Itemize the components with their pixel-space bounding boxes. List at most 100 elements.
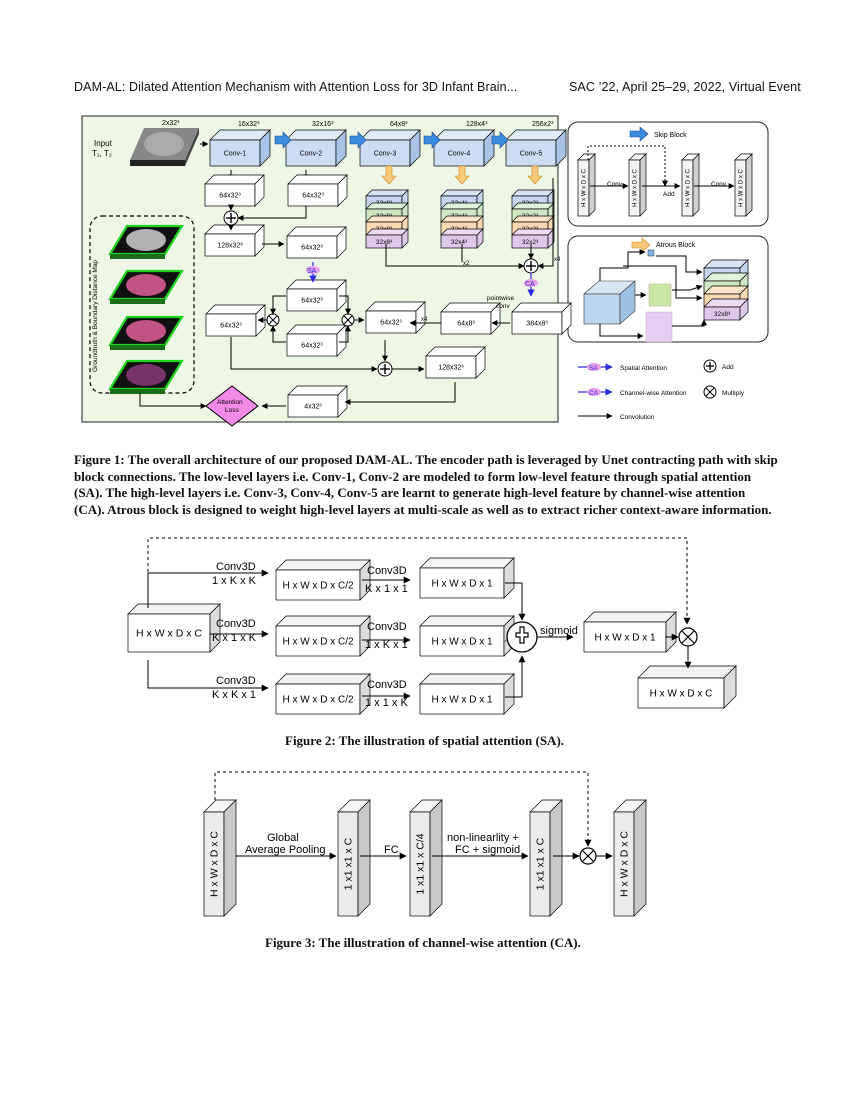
groundtruth-image-3: [108, 315, 184, 350]
box-64x32-a: 64x32³: [204, 174, 265, 207]
fig2-mid-3-label: H x W x D x C/2: [282, 695, 354, 706]
pointwise-label: pointwise: [487, 295, 514, 302]
legend-sa: Spatial Attention: [620, 365, 667, 372]
input-volume: [130, 128, 199, 166]
fig2-r2-k-a: K x 1 x K: [212, 632, 257, 644]
fig2-out-1-label: H x W x D x 1: [431, 579, 493, 590]
fig2-r2-conv-a: Conv3D: [216, 618, 256, 630]
figure-1-caption: Figure 1: The overall architecture of ou…: [74, 452, 778, 517]
box-128x32-b-label: 128x32³: [438, 364, 464, 371]
skip-col-2-label: H x W x D x C: [633, 169, 639, 207]
fig3-fc-label: FC: [384, 844, 399, 856]
fig3-nonlin-label-2: FC + sigmoid: [455, 844, 520, 856]
running-header-title: DAM-AL: Dilated Attention Mechanism with…: [74, 80, 518, 94]
skip-arrow-1: [274, 131, 292, 149]
fig2-final: H x W x D x C: [637, 665, 737, 709]
dilation-kernel-2: [648, 283, 672, 307]
box-4x32-label: 4x32³: [304, 403, 322, 410]
conv-block-5: Conv-5: [505, 129, 567, 167]
skip-col-3-label: H x W x D x C: [686, 169, 692, 207]
groundtruth-image-4: [108, 359, 184, 394]
fig2-mid-1-label: H x W x D x C/2: [282, 581, 354, 592]
legend-sa-badge: [587, 363, 601, 371]
stack-conv5-4-label: 32x2³: [522, 239, 539, 246]
fig3-c1-label: 1 x1 x1 x C: [343, 837, 355, 890]
box-64x32-e: 64x32³: [205, 304, 266, 337]
fig2-r2-conv-b: Conv3D: [367, 621, 407, 633]
skip-col-in: H x W x D x C: [577, 153, 596, 217]
atrous-arrow-4: [454, 165, 470, 185]
input-modalities: T₁, T₂: [92, 149, 112, 158]
box-64x8: 64x8³: [440, 302, 501, 335]
fig2-out-2: H x W x D x 1: [419, 615, 515, 657]
x2-label: x2: [463, 261, 470, 267]
fig2-r3-k-b: 1 x 1 x K: [365, 697, 408, 709]
legend-multiply-icon: [703, 385, 717, 399]
skip-col-out: H x W x D x C: [734, 153, 753, 217]
box-64x32-e-label: 64x32³: [220, 322, 242, 329]
box-64x32-f: 64x32³: [286, 324, 347, 357]
skip-block-panel: [567, 121, 769, 227]
conv-block-3-label: Conv-3: [374, 150, 397, 157]
skip-col-3: H x W x D x C: [681, 153, 700, 217]
fig2-r1-k-b: K x 1 x 1: [365, 583, 408, 595]
fig3-c3: 1 x1 x1 x C: [529, 799, 563, 917]
legend-add-icon: [703, 359, 717, 373]
atrous-arrow-3: [381, 165, 397, 185]
stack-conv3-4: 32x8³: [365, 228, 409, 249]
dilation-kernel-3: [645, 311, 673, 343]
figure-3-caption: Figure 3: The illustration of channel-wi…: [265, 935, 581, 950]
fig2-final-label: H x W x D x C: [650, 689, 713, 700]
conv-block-3: Conv-3: [359, 129, 421, 167]
atrous-block-title: Atrous Block: [656, 242, 696, 249]
box-64x32-d-label: 64x32³: [301, 297, 323, 304]
dim-conv3: 64x8³: [390, 121, 408, 128]
fig2-r1-conv-a: Conv3D: [216, 561, 256, 573]
fig2-out-3-label: H x W x D x 1: [431, 695, 493, 706]
attention-loss-label-2: Loss: [225, 407, 239, 414]
fig3-nonlin-label-1: non-linearlity +: [447, 832, 519, 844]
box-64x32-c: 64x32³: [286, 226, 347, 259]
fig3-c3-label: 1 x1 x1 x C: [535, 837, 547, 890]
skip-col-in-label: H x W x D x C: [582, 169, 588, 207]
fig2-r1-conv-b: Conv3D: [367, 565, 407, 577]
skip-conv-1: Conv: [607, 181, 623, 188]
skip-arrow-4: [491, 131, 509, 149]
ca-badge: [524, 279, 538, 287]
atrous-arrow-5: [527, 165, 543, 185]
box-4x32: 4x32³: [287, 385, 348, 418]
fig2-input-label: H x W x D x C: [136, 628, 202, 640]
fig2-sigmoid-out-label: H x W x D x 1: [594, 633, 656, 644]
fig2-r1-k-a: 1 x K x K: [212, 575, 257, 587]
box-384x8: 384x8³: [511, 302, 572, 335]
dim-input: 2x32³: [162, 120, 180, 127]
skip-col-2: H x W x D x C: [628, 153, 647, 217]
stack-conv3-4-label: 32x8³: [376, 239, 393, 246]
box-128x32-b: 128x32³: [425, 346, 486, 379]
add-node-1: [223, 210, 239, 226]
dim-conv1: 16x32³: [238, 121, 260, 128]
fig2-multiply-node: [678, 627, 698, 647]
skip-add: Add: [663, 191, 675, 198]
sa-badge: [306, 266, 320, 274]
fig2-input: H x W x D x C: [127, 603, 221, 653]
sa-label: SA: [307, 268, 317, 275]
groundtruth-side-label: Groundtruth & Boundary Distance Map: [92, 260, 99, 372]
legend-add: Add: [722, 364, 734, 371]
input-label: Input: [94, 139, 113, 148]
fig3-out-label: H x W x D x C: [619, 831, 631, 897]
legend-sa-badge-text: SA: [589, 365, 598, 372]
fig2-out-2-label: H x W x D x 1: [431, 637, 493, 648]
fig2-r3-conv-a: Conv3D: [216, 675, 256, 687]
stack-conv4-4-label: 32x4³: [451, 239, 468, 246]
box-384x8-label: 384x8³: [526, 320, 548, 327]
fig3-out: H x W x D x C: [613, 799, 647, 917]
dim-conv5: 256x2³: [532, 121, 554, 128]
atrous-stack-4: 32x8³: [703, 298, 749, 321]
skip-arrow-2: [349, 131, 367, 149]
fig3-c1: 1 x1 x1 x C: [337, 799, 371, 917]
groundtruth-image-2: [108, 269, 184, 304]
fig2-mid-3: H x W x D x C/2: [275, 673, 371, 715]
